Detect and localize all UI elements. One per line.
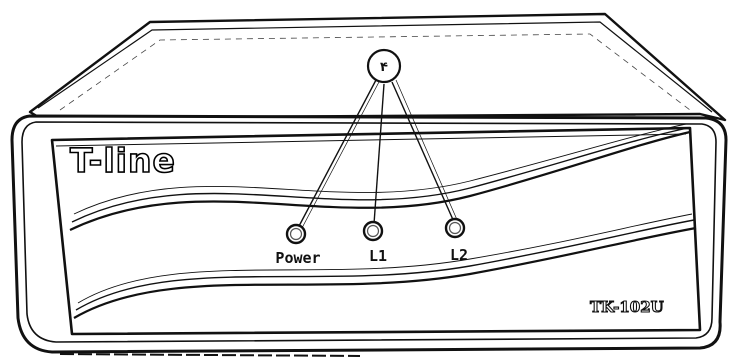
brand-logo: T-line	[70, 141, 176, 180]
callout-marker: ۴	[366, 48, 402, 84]
indicator-label-l2: L2	[450, 246, 468, 264]
panel-wave-upper	[69, 123, 691, 231]
indicator-label-l1: L1	[369, 247, 387, 265]
panel-wave-lower	[73, 213, 697, 319]
callout-lines	[297, 79, 459, 229]
indicator-label-power: Power	[275, 249, 320, 267]
callout-number: ۴	[380, 60, 388, 75]
model-label: TK-102U	[590, 298, 664, 316]
indicator-l2: L2	[444, 217, 468, 264]
indicator-l1: L1	[362, 220, 387, 265]
indicator-power: Power	[275, 223, 321, 267]
